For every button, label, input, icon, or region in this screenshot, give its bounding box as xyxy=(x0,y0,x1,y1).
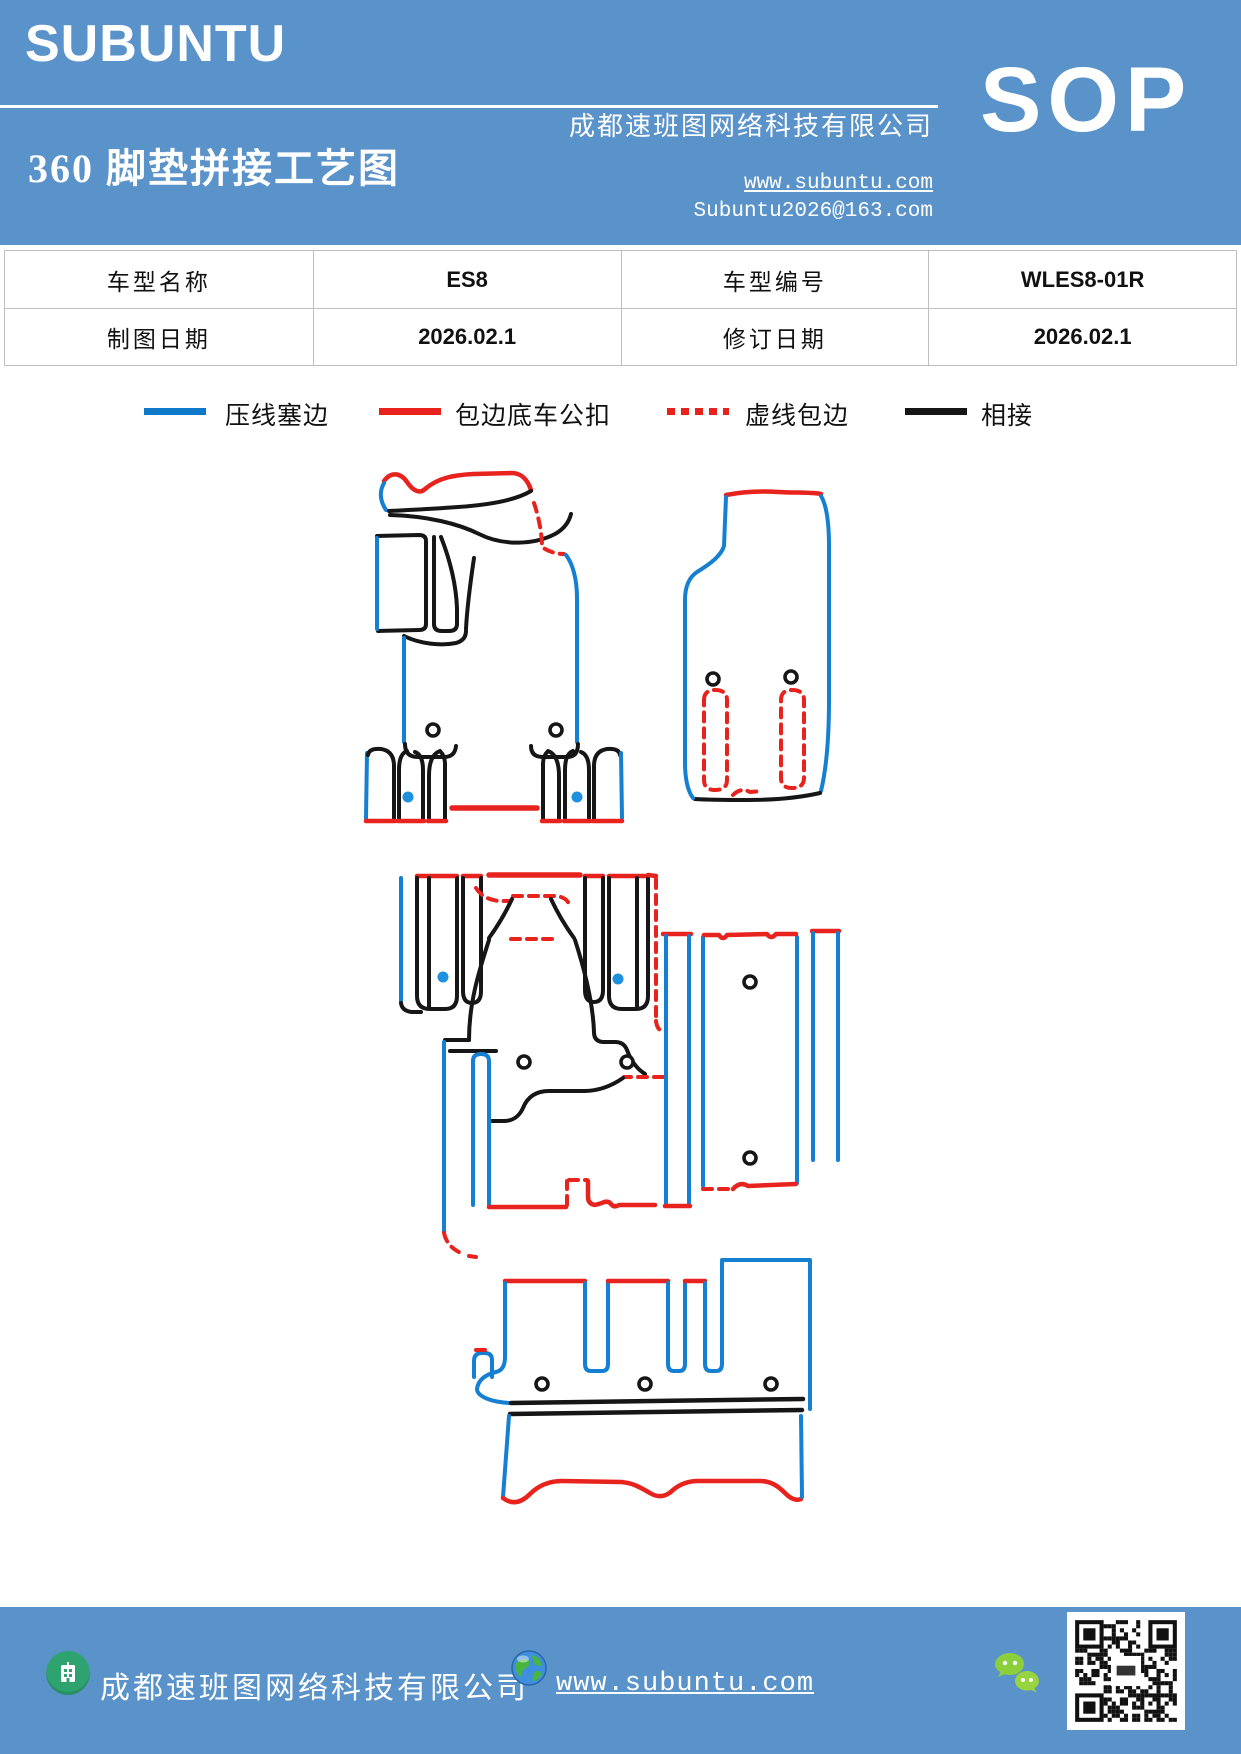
legend-label: 相接 xyxy=(981,403,1034,430)
page-title: 360 脚垫拼接工艺图 xyxy=(28,146,400,191)
mat-diagram xyxy=(363,470,842,1505)
header-divider xyxy=(0,105,938,108)
legend-line-black xyxy=(905,408,967,415)
table-cell-value: 2026.02.1 xyxy=(928,308,1236,365)
legend-line-blue xyxy=(144,408,206,415)
table-cell-label: 修订日期 xyxy=(620,308,929,365)
grommet-hole xyxy=(637,1376,653,1392)
grommet-hole xyxy=(619,1054,635,1070)
table-cell-value: 2026.02.1 xyxy=(312,308,621,365)
front-left-mat-drawing xyxy=(363,470,625,824)
stud-dot xyxy=(402,791,414,803)
header: SUBUNTU 360 脚垫拼接工艺图 成都速班图网络科技有限公司 www.su… xyxy=(0,0,1241,245)
stud-dot xyxy=(612,973,624,985)
legend-label: 包边底车公扣 xyxy=(455,403,612,430)
qr-code xyxy=(1067,1612,1185,1730)
footer-company-name: 成都速班图网络科技有限公司 xyxy=(100,1672,529,1705)
vehicle-info-table: 车型名称 ES8 车型编号 WLES8-01R 制图日期 2026.02.1 修… xyxy=(4,250,1237,366)
footer: 成都速班图网络科技有限公司 www.subuntu.com xyxy=(0,1607,1241,1754)
footer-website-link[interactable]: www.subuntu.com xyxy=(556,1669,815,1699)
second-row-mat-drawing xyxy=(399,872,842,1259)
legend-label: 虚线包边 xyxy=(745,403,850,430)
sop-badge: SOP xyxy=(980,49,1193,151)
grommet-hole xyxy=(705,671,721,687)
legend-line-red-dashed xyxy=(667,408,729,415)
grommet-hole xyxy=(763,1376,779,1392)
grommet-hole xyxy=(742,974,758,990)
table-cell-label: 制图日期 xyxy=(5,308,313,365)
header-website-link[interactable]: www.subuntu.com xyxy=(743,172,933,195)
grommet-hole xyxy=(534,1376,550,1392)
brand-logo: SUBUNTU xyxy=(25,15,287,73)
grommet-hole xyxy=(742,1150,758,1166)
table-cell-value: ES8 xyxy=(312,251,621,308)
table-cell-label: 车型名称 xyxy=(106,269,211,295)
wechat-icon xyxy=(993,1651,1045,1697)
legend-label: 压线塞边 xyxy=(225,403,330,430)
building-icon xyxy=(46,1651,90,1695)
table-cell-value: WLES8-01R xyxy=(928,251,1236,308)
header-email: Subuntu2026@163.com xyxy=(693,200,933,223)
grommet-hole xyxy=(783,669,799,685)
stud-dot xyxy=(437,971,449,983)
table-cell-label: 车型编号 xyxy=(620,251,929,308)
legend-line-red xyxy=(379,408,441,415)
third-row-mat-drawing xyxy=(472,1258,812,1505)
front-right-mat-drawing xyxy=(683,489,831,802)
globe-icon xyxy=(510,1649,548,1687)
stud-dot xyxy=(571,791,583,803)
grommet-hole xyxy=(548,722,564,738)
header-company-name: 成都速班图网络科技有限公司 xyxy=(568,112,933,141)
grommet-hole xyxy=(516,1054,532,1070)
grommet-hole xyxy=(425,722,441,738)
